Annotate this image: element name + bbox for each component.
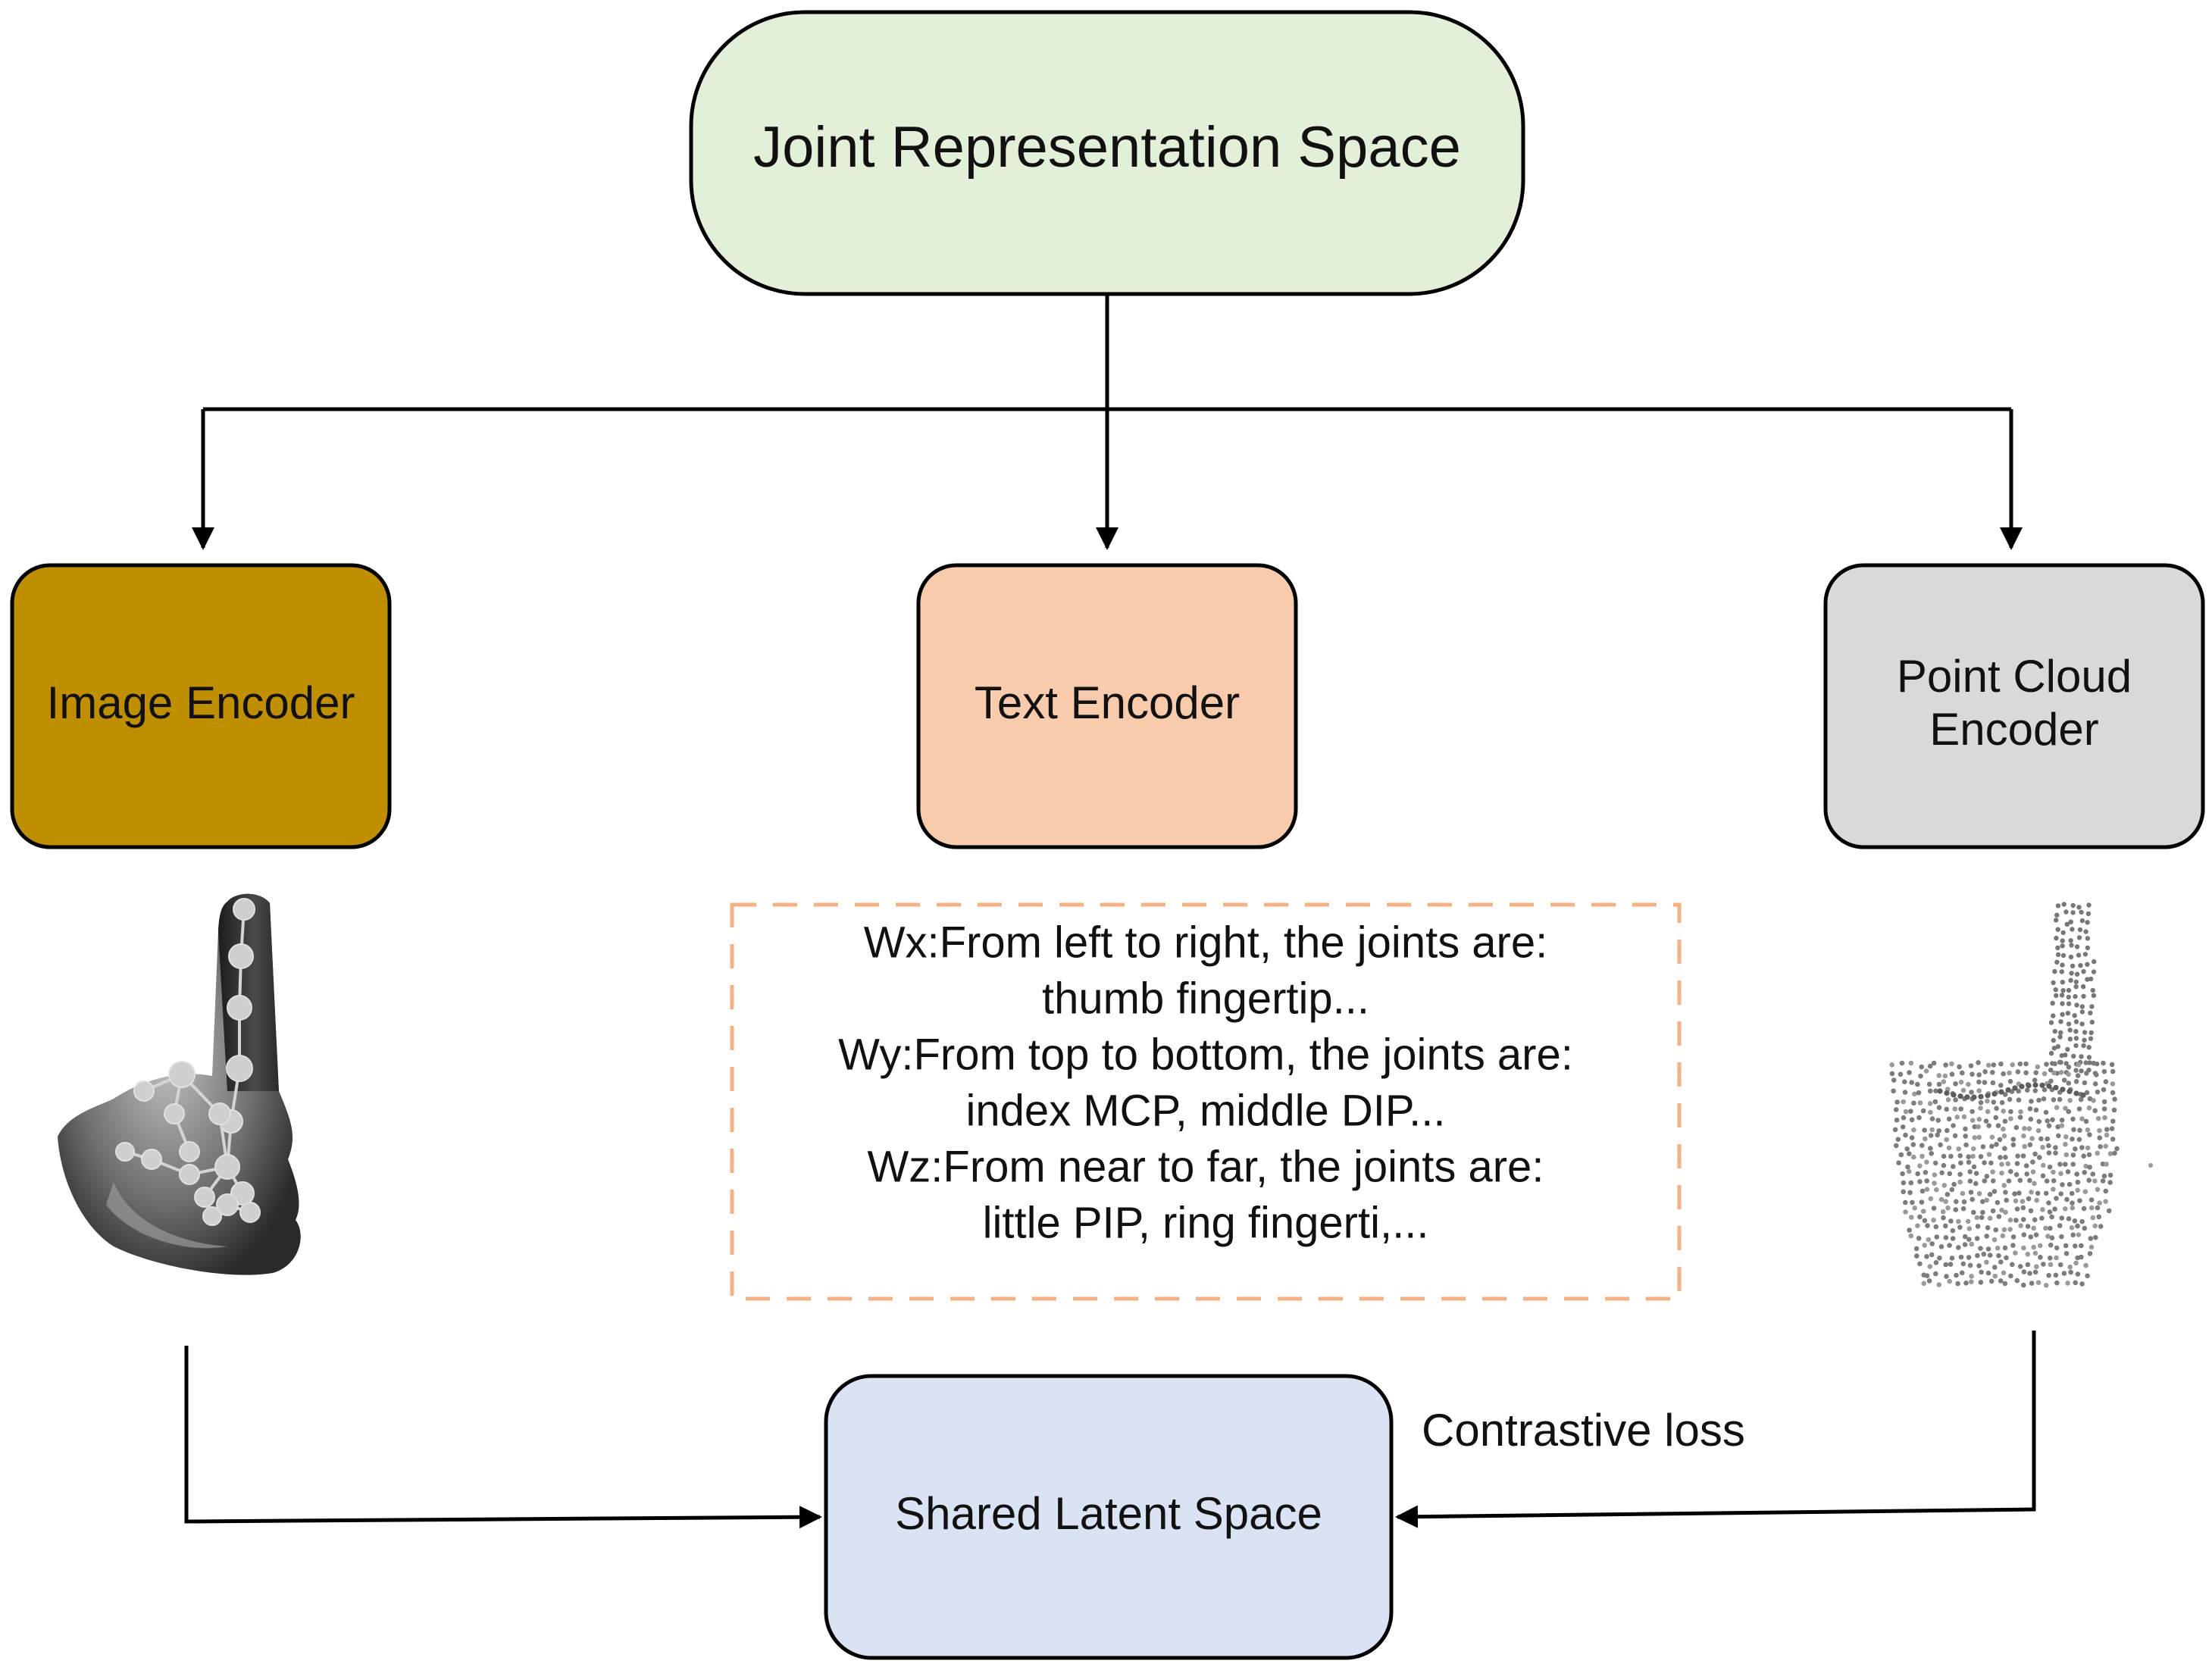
bottom-connectors — [184, 1331, 2036, 1529]
image-encoder-node: Image Encoder — [10, 563, 392, 849]
shared-latent-space-node: Shared Latent Space — [824, 1374, 1394, 1660]
arrow-pointcloud-to-latent — [1395, 1331, 2036, 1528]
point-cloud-encoder-label-line-1: Point Cloud — [1897, 651, 2132, 702]
point-cloud-encoder-node: Point Cloud Encoder — [1823, 563, 2205, 849]
joint-representation-label: Joint Representation Space — [753, 115, 1461, 180]
arrow-image-to-latent — [184, 1346, 822, 1529]
contrastive-loss-label: Contrastive loss — [1422, 1405, 1745, 1456]
top-connectors — [192, 294, 2023, 550]
prompt-line-wx-header: Wx:From left to right, the joints are: — [864, 918, 1548, 967]
prompt-line-wy-joints: index MCP, middle DIP... — [966, 1086, 1446, 1135]
joint-representation-node: Joint Representation Space — [689, 10, 1525, 296]
text-encoder-node: Text Encoder — [916, 563, 1298, 849]
image-encoder-label: Image Encoder — [47, 677, 355, 728]
prompt-line-wy-header: Wy:From top to bottom, the joints are: — [838, 1030, 1573, 1079]
prompt-line-wz-joints: little PIP, ring fingerti,... — [983, 1198, 1429, 1247]
prompt-line-wz-header: Wz:From near to far, the joints are: — [868, 1142, 1544, 1191]
text-prompt-panel: Wx:From left to right, the joints are: t… — [730, 902, 1682, 1301]
prompt-line-wx-joints: thumb fingertip... — [1042, 974, 1369, 1023]
text-encoder-label: Text Encoder — [975, 677, 1240, 728]
hand-depth-image-icon — [58, 893, 301, 1275]
hand-point-cloud-icon — [1889, 902, 2153, 1288]
shared-latent-space-label: Shared Latent Space — [895, 1488, 1322, 1539]
point-cloud-encoder-label-line-2: Encoder — [1929, 704, 2098, 755]
